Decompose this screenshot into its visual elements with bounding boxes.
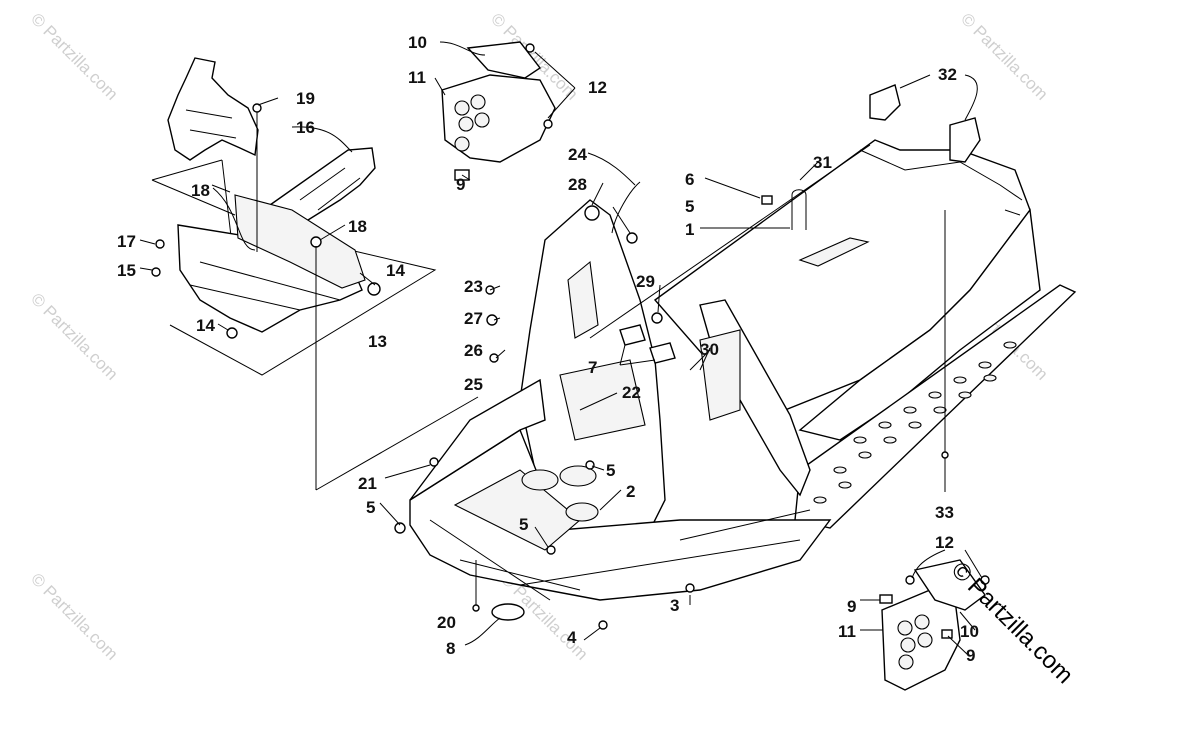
callout-11: 11 — [838, 622, 856, 641]
callout-32: 32 — [938, 65, 957, 84]
upper-bracket-part — [167, 57, 259, 161]
callout-14: 14 — [196, 316, 215, 335]
callout-10: 10 — [408, 33, 427, 52]
nut-5 — [394, 522, 406, 534]
nut-9 — [879, 594, 893, 604]
skid-plate-11 — [441, 74, 556, 163]
callout-5: 5 — [606, 461, 615, 480]
steering-support-bracket-assembly — [151, 57, 479, 491]
nut-18 — [310, 236, 322, 248]
rivet-33 — [941, 451, 949, 459]
bolt-3 — [685, 583, 695, 593]
callout-33: 33 — [935, 503, 954, 522]
callout-25: 25 — [464, 375, 483, 394]
skid-plate-lower — [879, 559, 990, 691]
callout-7: 7 — [588, 358, 597, 377]
callout-19: 19 — [296, 89, 315, 108]
rod-30 — [689, 349, 711, 371]
callout-8: 8 — [446, 639, 455, 658]
screw-12 — [543, 119, 553, 129]
callout-6: 6 — [685, 170, 694, 189]
brand-text: Partzilla.com — [962, 573, 1078, 689]
watermark: © Partzilla.com — [27, 9, 121, 103]
clip-7 — [649, 342, 676, 364]
bracket-10 — [466, 41, 542, 79]
watermark: © Partzilla.com — [27, 569, 121, 663]
main-chassis — [394, 84, 1077, 630]
u-bolt-31 — [791, 189, 807, 230]
callout-9: 9 — [847, 597, 856, 616]
callout-18: 18 — [191, 181, 210, 200]
skid-plate-upper — [441, 41, 556, 181]
screw-12 — [980, 575, 990, 585]
nut-14 — [367, 282, 381, 296]
tunnel-side — [798, 208, 1041, 441]
bushing-28 — [584, 205, 600, 221]
callout-9: 9 — [966, 646, 975, 665]
callout-16: 16 — [296, 118, 315, 137]
callout-27: 27 — [464, 309, 483, 328]
callout-3: 3 — [670, 596, 679, 615]
callout-30: 30 — [700, 340, 719, 359]
watermark: © Partzilla.com — [957, 9, 1051, 103]
callout-24: 24 — [568, 145, 587, 164]
callout-17: 17 — [117, 232, 136, 251]
callout-23: 23 — [464, 277, 483, 296]
screw-17 — [155, 239, 165, 249]
callout-15: 15 — [117, 261, 136, 280]
callout-13: 13 — [368, 332, 387, 351]
callout-12: 12 — [588, 78, 607, 97]
bracket-10 — [913, 559, 986, 611]
tunnel-slot — [798, 237, 870, 267]
grommet-2 — [565, 502, 599, 522]
callout-14: 14 — [386, 261, 405, 280]
callout-26: 26 — [464, 341, 483, 360]
screw-12 — [525, 43, 535, 53]
callout-5: 5 — [519, 515, 528, 534]
nut-5 — [585, 460, 595, 470]
screw-15 — [151, 267, 161, 277]
pin-29 — [651, 312, 663, 324]
callout-20: 20 — [437, 613, 456, 632]
callout-18: 18 — [348, 217, 367, 236]
nut-6 — [761, 195, 773, 205]
left-skirt — [409, 378, 546, 501]
leader-lines — [139, 41, 1021, 656]
callout-4: 4 — [567, 628, 577, 647]
bolt-4 — [598, 620, 608, 630]
callout-5: 5 — [366, 498, 375, 517]
nut-14 — [226, 327, 238, 339]
callout-2: 2 — [626, 482, 635, 501]
running-board-holes — [813, 341, 1017, 504]
bolt-21 — [429, 457, 439, 467]
callout-12: 12 — [935, 533, 954, 552]
watermark: © Partzilla.com — [27, 289, 121, 383]
nut-9 — [941, 629, 953, 639]
screw-20 — [472, 604, 480, 612]
callout-22: 22 — [622, 383, 641, 402]
callout-21: 21 — [358, 474, 377, 493]
grommet-8 — [491, 603, 525, 621]
callout-31: 31 — [813, 153, 832, 172]
bolt-26 — [489, 353, 499, 363]
callout-29: 29 — [636, 272, 655, 291]
callout-5: 5 — [685, 197, 694, 216]
clip-7 — [619, 324, 646, 346]
nut-5 — [546, 545, 556, 555]
cable-24 — [611, 181, 641, 234]
nut-27 — [486, 314, 498, 326]
nut-5 — [626, 232, 638, 244]
bumper-bracket-32 — [869, 84, 901, 121]
callout-1: 1 — [685, 220, 694, 239]
callout-9: 9 — [456, 175, 465, 194]
screw-19 — [252, 103, 262, 113]
callout-labels: 10 11 12 9 19 16 18 18 17 15 14 14 13 24… — [117, 33, 979, 665]
callout-10: 10 — [960, 622, 979, 641]
callout-11: 11 — [408, 68, 426, 87]
callout-28: 28 — [568, 175, 587, 194]
bumper-bracket-32 — [949, 117, 981, 163]
